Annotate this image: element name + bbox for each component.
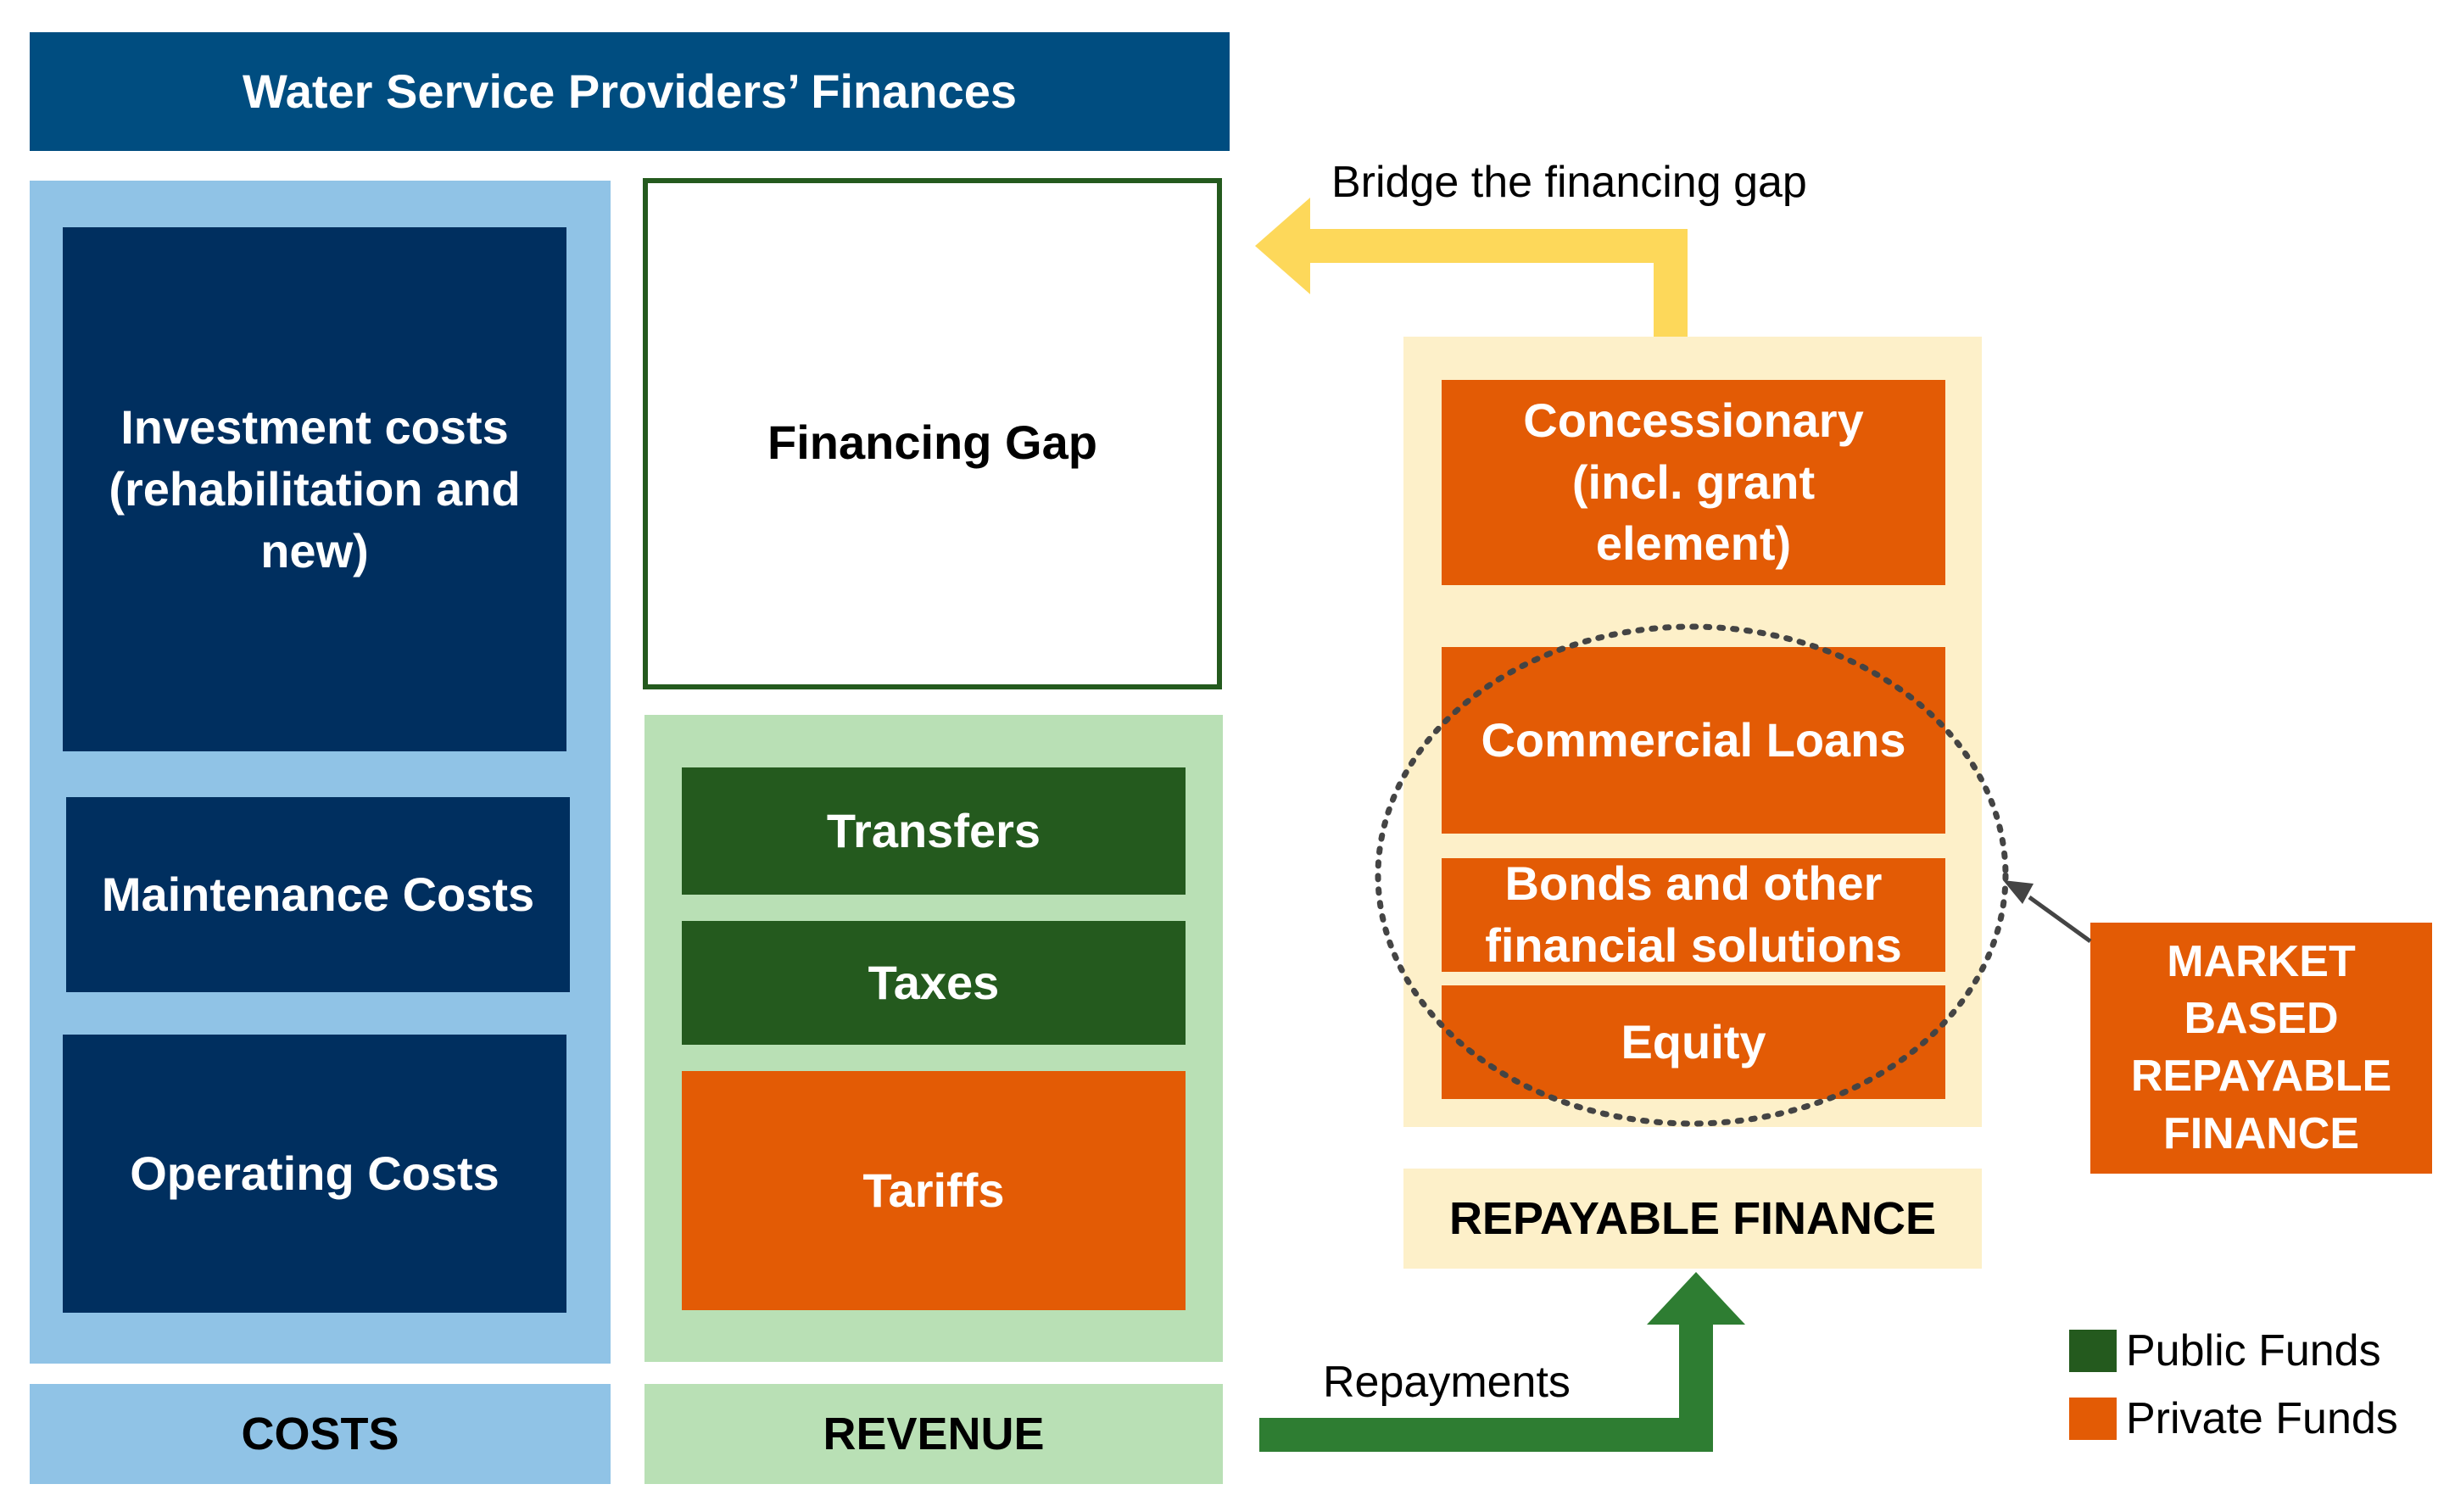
market-based-label: MARKET BASED REPAYABLE FINANCE [2130, 936, 2392, 1158]
bonds-label: Bonds and other financial solutions [1485, 856, 1902, 972]
transfers-box: Transfers [682, 767, 1186, 895]
public-funds-label: Public Funds [2126, 1326, 2381, 1375]
private-funds-swatch [2069, 1398, 2117, 1440]
taxes-box: Taxes [682, 921, 1186, 1045]
tariffs-box: Tariffs [682, 1071, 1186, 1310]
costs-label-box: COSTS [30, 1384, 611, 1484]
repayments-arrow [1259, 1272, 1745, 1452]
revenue-label: REVENUE [823, 1408, 1045, 1459]
tariffs-label: Tariffs [862, 1163, 1005, 1217]
market-based-box: MARKET BASED REPAYABLE FINANCE [2090, 923, 2432, 1174]
diagram-title: Water Service Providers’ Finances [30, 32, 1230, 151]
equity-label: Equity [1621, 1014, 1766, 1068]
investment-costs-box: Investment costs (rehabilitation and new… [63, 227, 566, 751]
concessionary-label: Concessionary (incl. grant element) [1523, 393, 1864, 571]
market-based-ellipse [1375, 623, 2009, 1127]
operating-costs-label: Operating Costs [130, 1146, 499, 1200]
financing-gap-box: Financing Gap [643, 178, 1222, 689]
repayments-text: Repayments [1323, 1358, 1571, 1407]
operating-costs-box: Operating Costs [63, 1035, 566, 1313]
diagram-title-text: Water Service Providers’ Finances [242, 64, 1018, 118]
commercial-loans-label: Commercial Loans [1481, 712, 1906, 767]
repayable-label-box: REPAYABLE FINANCE [1403, 1169, 1982, 1269]
bridge-arrow [1255, 198, 1688, 337]
costs-label: COSTS [241, 1408, 399, 1459]
transfers-label: Transfers [826, 803, 1041, 857]
financing-gap-label: Financing Gap [767, 416, 1097, 469]
revenue-label-box: REVENUE [644, 1384, 1223, 1484]
equity-box: Equity [1442, 985, 1945, 1099]
repayable-label: REPAYABLE FINANCE [1448, 1192, 1937, 1244]
private-funds-label: Private Funds [2126, 1394, 2398, 1443]
maintenance-costs-label: Maintenance Costs [101, 867, 535, 921]
commercial-loans-box: Commercial Loans [1442, 647, 1945, 834]
bonds-box: Bonds and other financial solutions [1442, 856, 1945, 972]
market-based-pointer [2003, 880, 2092, 944]
investment-costs-label: Investment costs (rehabilitation and new… [109, 400, 521, 577]
public-funds-swatch [2069, 1330, 2117, 1372]
bridge-gap-text: Bridge the financing gap [1331, 158, 1807, 207]
concessionary-box: Concessionary (incl. grant element) [1442, 380, 1945, 585]
taxes-label: Taxes [868, 955, 1000, 1009]
maintenance-costs-box: Maintenance Costs [66, 797, 570, 992]
